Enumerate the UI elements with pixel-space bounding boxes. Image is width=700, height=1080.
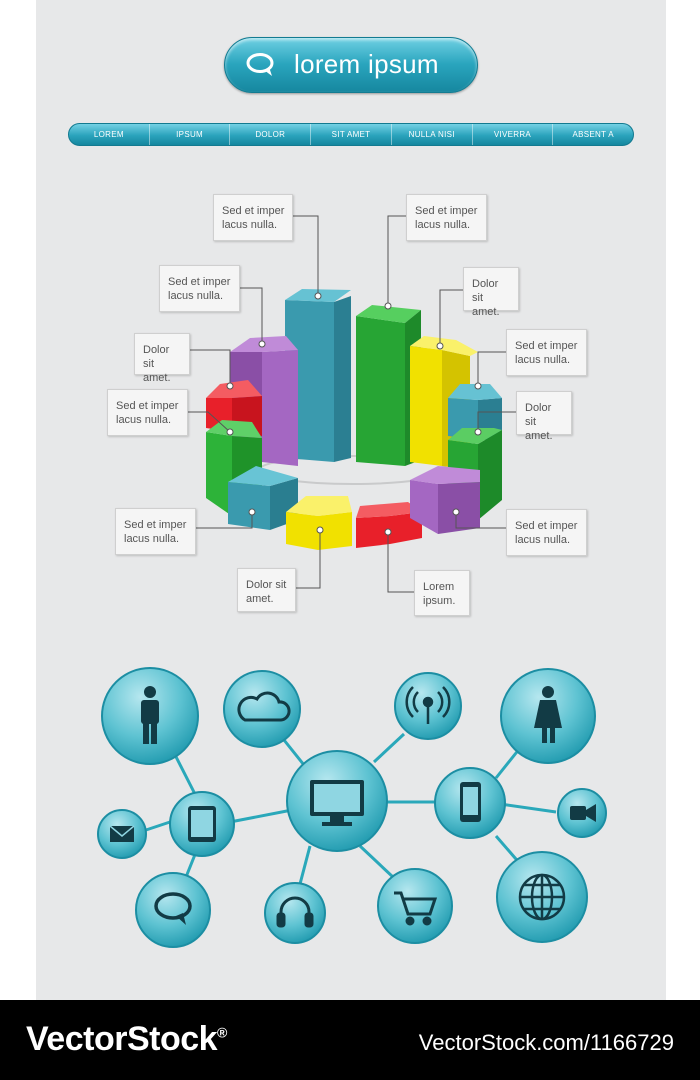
node-man[interactable] (101, 667, 199, 765)
node-monitor[interactable] (286, 750, 388, 852)
node-cloud[interactable] (223, 670, 301, 748)
image-reference: VectorStock.com/1166729 (418, 1030, 674, 1055)
wireless-antenna-icon (405, 686, 451, 724)
envelope-icon (109, 825, 135, 842)
search-bar[interactable]: lorem ipsum (224, 37, 478, 93)
node-chat[interactable] (135, 872, 211, 948)
man-icon (141, 686, 159, 744)
nav-item-lorem[interactable]: LOREM (69, 124, 150, 145)
node-cart[interactable] (377, 868, 453, 944)
tablet-icon (188, 806, 216, 842)
leader-lines (186, 215, 518, 593)
globe-icon (518, 873, 566, 921)
search-label: lorem ipsum (294, 49, 439, 79)
node-tablet[interactable] (169, 791, 235, 857)
headphones-icon (276, 896, 314, 928)
node-headphones[interactable] (264, 882, 326, 944)
bar-teal-front-left (228, 466, 298, 530)
nav-item-dolor[interactable]: DOLOR (230, 124, 312, 145)
speech-bubble-icon (246, 53, 274, 76)
network-connectors (139, 732, 557, 885)
bar-tall-teal (285, 289, 351, 462)
nav-item-sit-amet[interactable]: SIT AMET (311, 124, 392, 145)
node-envelope[interactable] (97, 809, 147, 859)
monitor-icon (310, 780, 364, 826)
vectorstock-logo: VectorStock® (26, 1020, 227, 1058)
leader-dots (226, 292, 482, 536)
smartphone-icon (460, 782, 481, 822)
footer-bar: VectorStock® VectorStock.com/1166729 (0, 1000, 700, 1080)
video-camera-icon (570, 804, 596, 822)
nav-item-absent-a[interactable]: ABSENT A (572, 130, 614, 139)
bar-purple-front-right (410, 466, 480, 534)
nav-item-ipsum[interactable]: IPSUM (150, 124, 231, 145)
shopping-cart-icon (394, 891, 438, 926)
node-smartphone[interactable] (434, 767, 506, 839)
bar-red-front (356, 502, 422, 548)
nav-item-nulla-nisi[interactable]: NULLA NISI (392, 124, 473, 145)
ring-bar-chart (186, 215, 518, 593)
node-woman[interactable] (500, 668, 596, 764)
main-nav: LOREM IPSUM DOLOR SIT AMET NULLA NISI VI… (68, 123, 634, 146)
nav-item-viverra[interactable]: VIVERRA (473, 124, 554, 145)
woman-icon (534, 686, 562, 743)
node-globe[interactable] (496, 851, 588, 943)
node-antenna[interactable] (394, 672, 462, 740)
cloud-icon (237, 691, 291, 722)
chat-bubble-icon (154, 892, 192, 925)
device-network (97, 667, 607, 948)
node-video-camera[interactable] (557, 788, 607, 838)
